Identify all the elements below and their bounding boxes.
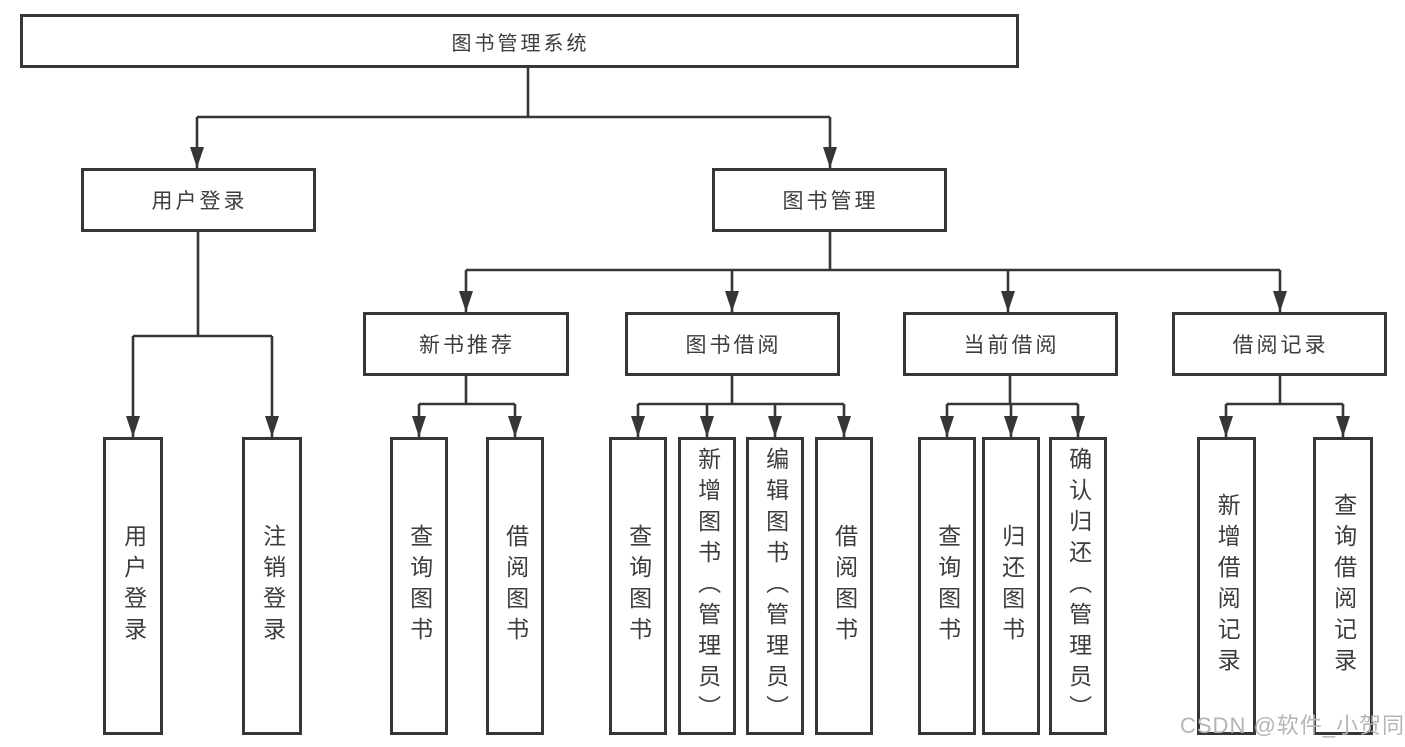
- leaf-bb-borrow-books-label: 借阅图书: [831, 524, 858, 648]
- leaf-cb-query-books: 查询图书: [918, 437, 976, 735]
- leaf-cb-return-books-label: 归还图书: [998, 524, 1025, 648]
- leaf-bb-edit-books-admin: 编辑图书（管理员）: [746, 437, 804, 735]
- leaf-nbr-borrow-books-label: 借阅图书: [502, 524, 529, 648]
- node-borrow-records-label: 借阅记录: [1232, 334, 1329, 357]
- leaf-cb-confirm-return-admin-label: 确认归还（管理员）: [1065, 446, 1092, 726]
- node-book-borrow: 图书借阅: [625, 312, 840, 376]
- leaf-logout-label: 注销登录: [259, 524, 286, 648]
- leaf-cb-confirm-return-admin: 确认归还（管理员）: [1049, 437, 1107, 735]
- csdn-watermark: CSDN @软件_小贺同学: [1180, 713, 1405, 738]
- node-book-borrow-label: 图书借阅: [685, 334, 782, 357]
- leaf-user-login-label: 用户登录: [120, 524, 147, 648]
- node-borrow-records: 借阅记录: [1172, 312, 1387, 376]
- node-new-book-recommend: 新书推荐: [363, 312, 569, 376]
- leaf-nbr-query-books: 查询图书: [390, 437, 448, 735]
- node-library-management-system-label: 图书管理系统: [451, 32, 590, 55]
- node-current-borrow: 当前借阅: [903, 312, 1118, 376]
- node-book-management: 图书管理: [712, 168, 947, 232]
- node-current-borrow-label: 当前借阅: [963, 334, 1060, 357]
- node-new-book-recommend-label: 新书推荐: [419, 334, 515, 357]
- leaf-logout: 注销登录: [242, 437, 302, 735]
- leaf-br-query-record: 查询借阅记录: [1313, 437, 1373, 735]
- node-user-login-label: 用户登录: [151, 190, 248, 213]
- node-user-login: 用户登录: [81, 168, 316, 232]
- leaf-bb-add-books-admin: 新增图书（管理员）: [678, 437, 736, 735]
- leaf-br-add-record: 新增借阅记录: [1197, 437, 1256, 735]
- leaf-bb-edit-books-admin-label: 编辑图书（管理员）: [762, 446, 789, 726]
- leaf-bb-add-books-admin-label: 新增图书（管理员）: [694, 446, 721, 726]
- leaf-br-add-record-label: 新增借阅记录: [1214, 493, 1241, 679]
- leaf-nbr-borrow-books: 借阅图书: [486, 437, 544, 735]
- leaf-br-query-record-label: 查询借阅记录: [1330, 493, 1357, 679]
- node-book-management-label: 图书管理: [782, 190, 879, 213]
- leaf-cb-query-books-label: 查询图书: [934, 524, 961, 648]
- leaf-nbr-query-books-label: 查询图书: [406, 524, 433, 648]
- leaf-cb-return-books: 归还图书: [982, 437, 1040, 735]
- leaf-bb-query-books-label: 查询图书: [625, 524, 652, 648]
- leaf-user-login: 用户登录: [103, 437, 163, 735]
- leaf-bb-query-books: 查询图书: [609, 437, 667, 735]
- leaf-bb-borrow-books: 借阅图书: [815, 437, 873, 735]
- node-library-management-system: 图书管理系统: [20, 14, 1019, 68]
